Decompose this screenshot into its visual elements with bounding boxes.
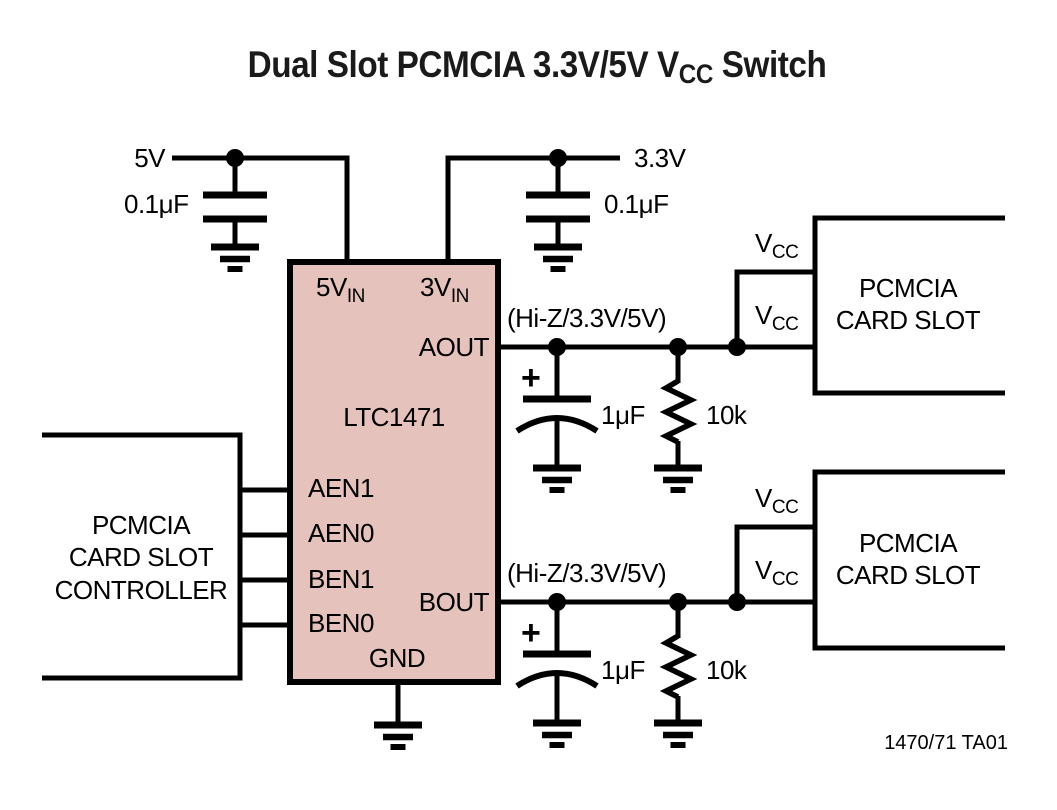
wire-bout-vcc-branch	[734, 524, 815, 602]
pin-label-3vin: 3VIN	[420, 272, 469, 307]
vcc-sub: CC	[772, 569, 798, 590]
slot-b-vcc-upper: VCC	[755, 483, 798, 518]
pin-label-ben0: BEN0	[308, 608, 374, 638]
resistor-symbol-aout	[659, 378, 698, 445]
card-slot-box-a	[812, 215, 1005, 396]
slot-b-label-line1: PCMCIA	[859, 528, 958, 558]
slot-a-vcc-lower: VCC	[755, 300, 798, 335]
pin-label-ben1: BEN1	[308, 564, 374, 594]
controller-label-line3: CONTROLLER	[55, 575, 228, 605]
pin-5vin-main: 5V	[316, 272, 348, 302]
acap-polarity-marker: +	[521, 359, 541, 397]
capacitor-symbol-5v	[203, 191, 267, 223]
slot-b-vcc-lower: VCC	[755, 555, 798, 590]
slot-a-label-line2: CARD SLOT	[836, 305, 981, 335]
vcc-main: V	[755, 300, 773, 330]
ground-symbol-bres	[654, 719, 702, 748]
schematic-title: Dual Slot PCMCIA 3.3V/5V VCC Switch	[247, 44, 827, 89]
card-slot-box-b	[812, 469, 1005, 651]
wire-aout-vcc-branch	[734, 269, 815, 347]
pin-5vin-sub: IN	[347, 286, 365, 307]
junction-dot	[548, 593, 566, 611]
pin-label-aen1: AEN1	[308, 473, 374, 503]
ground-symbol-bcap	[533, 719, 581, 748]
polarized-capacitor-symbol-aout	[515, 395, 599, 434]
junction-dot	[669, 593, 687, 611]
cap-value-5v: 0.1μF	[124, 189, 189, 219]
pin-3vin-main: 3V	[420, 272, 452, 302]
vcc-sub: CC	[772, 242, 798, 263]
pin-label-gnd: GND	[369, 643, 425, 673]
chip-part-number: LTC1471	[343, 402, 445, 432]
pin-label-5vin: 5VIN	[316, 272, 365, 307]
title-subscript: CC	[678, 59, 714, 89]
ground-symbol-5v-cap	[211, 243, 259, 272]
polarized-capacitor-symbol-bout	[515, 650, 599, 689]
supply-3v-label: 3.3V	[634, 143, 687, 173]
cap-curved-plate	[515, 670, 599, 689]
vcc-main: V	[755, 555, 773, 585]
controller-label-line1: PCMCIA	[92, 510, 191, 540]
junction-dot	[669, 338, 687, 356]
junction-dot	[728, 338, 746, 356]
chip-body	[287, 259, 501, 685]
ares-value: 10k	[706, 400, 748, 430]
title-tail: Switch	[712, 44, 827, 85]
pin-label-bout: BOUT	[419, 587, 490, 617]
slot-a-label-line1: PCMCIA	[859, 273, 958, 303]
vcc-main: V	[755, 228, 773, 258]
slot-a-vcc-upper: VCC	[755, 228, 798, 263]
pin-label-aout: AOUT	[419, 332, 490, 362]
bcap-polarity-marker: +	[521, 614, 541, 652]
bres-value: 10k	[706, 655, 748, 685]
resistor-symbol-bout	[659, 633, 698, 700]
junction-dot	[548, 338, 566, 356]
bcap-value: 1μF	[601, 655, 645, 685]
figure-reference: 1470/71 TA01	[884, 732, 1008, 754]
controller-label-line2: CARD SLOT	[69, 542, 214, 572]
pin-label-aen0: AEN0	[308, 518, 374, 548]
ground-symbol-chip-gnd	[374, 721, 422, 750]
title-main: Dual Slot PCMCIA 3.3V/5V V	[247, 44, 680, 85]
acap-value: 1μF	[601, 400, 645, 430]
supply-5v-label: 5V	[134, 143, 166, 173]
pin-3vin-sub: IN	[451, 286, 469, 307]
vcc-sub: CC	[772, 314, 798, 335]
cap-value-3v: 0.1μF	[604, 189, 669, 219]
junction-dot	[226, 149, 244, 167]
wire-5v-rail	[172, 155, 350, 262]
vcc-sub: CC	[772, 497, 798, 518]
junction-dot	[549, 149, 567, 167]
ground-symbol-3v-cap	[534, 243, 582, 272]
slot-b-label-line2: CARD SLOT	[836, 560, 981, 590]
bout-state-label: (Hi-Z/3.3V/5V)	[507, 558, 666, 588]
junction-dot	[728, 593, 746, 611]
capacitor-symbol-3v	[526, 191, 590, 223]
ground-symbol-acap	[533, 464, 581, 493]
vcc-main: V	[755, 483, 773, 513]
cap-curved-plate	[515, 415, 599, 434]
junction-dots	[226, 149, 746, 611]
controller-box	[42, 432, 243, 681]
ground-symbol-ares	[654, 464, 702, 493]
aout-state-label: (Hi-Z/3.3V/5V)	[507, 303, 666, 333]
